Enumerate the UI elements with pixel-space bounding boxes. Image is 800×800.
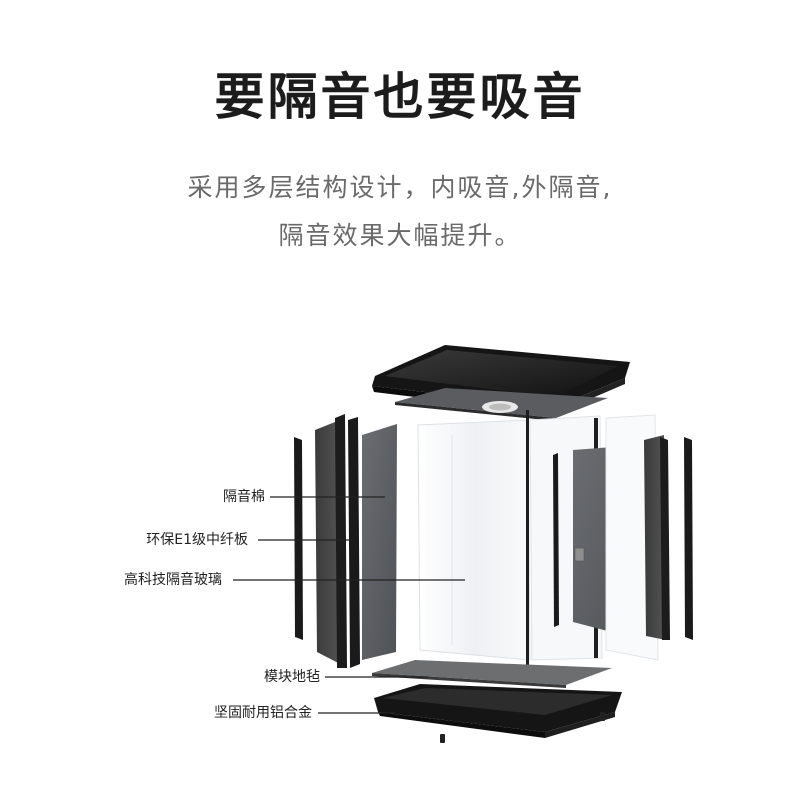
right-mdf-board	[644, 435, 670, 640]
callout-label-aluminum: 坚固耐用铝合金	[214, 705, 312, 721]
callout-label-sound-cotton: 隔音棉	[223, 489, 265, 505]
left-felt-panel	[362, 424, 397, 660]
aluminum-base	[374, 684, 622, 743]
center-post	[526, 410, 529, 665]
right-outer-frame-bar	[684, 437, 693, 640]
page-title: 要隔音也要吸音	[214, 68, 586, 126]
subtitle-line-1: 采用多层结构设计，内吸音,外隔音,	[187, 173, 613, 202]
roof-felt-panel	[395, 388, 608, 421]
subtitle-line-2: 隔音效果大幅提升。	[278, 221, 522, 250]
carpet-tile	[372, 660, 612, 688]
left-mdf-board	[315, 414, 347, 668]
callout-label-mdf-board: 环保E1级中纤板	[146, 532, 248, 548]
callout-label-acoustic-glass: 高科技隔音玻璃	[124, 572, 222, 588]
left-inner-frame-bar	[348, 417, 360, 668]
callout-label-carpet: 模块地毡	[264, 669, 320, 685]
left-outer-frame-bar	[294, 437, 303, 640]
glass-panel	[417, 419, 531, 661]
door-frame-bar	[553, 453, 559, 627]
